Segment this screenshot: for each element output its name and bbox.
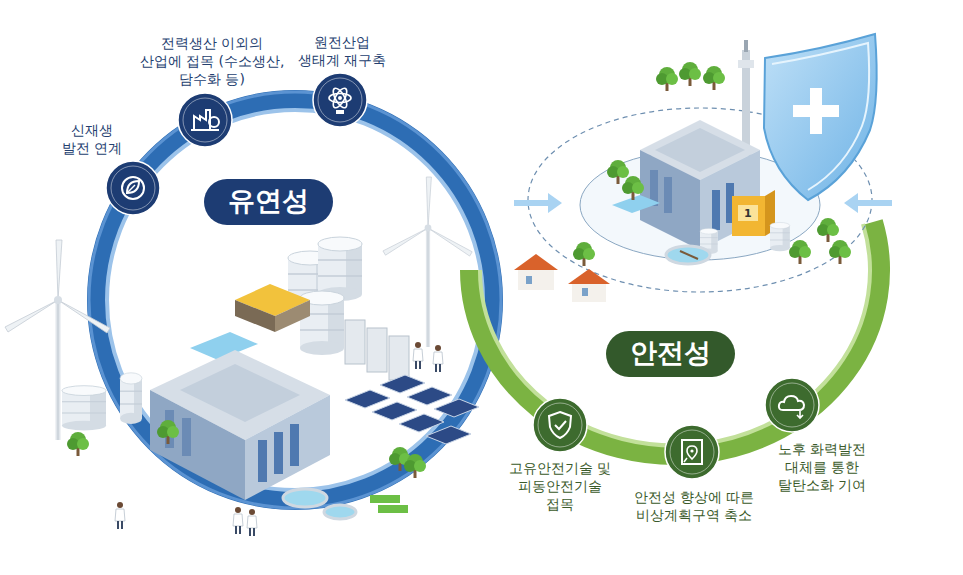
icon-caption: 전력생산 이외의 산업에 접목 (수소생산, 담수화 등) [138, 34, 286, 89]
icon-glyph [105, 160, 161, 216]
icon-caption: 노후 화력발전 대체를 통한 탈탄소화 기여 [770, 440, 874, 495]
blue-ring [89, 92, 501, 508]
category-title: 유연성 [228, 185, 309, 216]
category-title: 안전성 [630, 337, 711, 368]
icon-circle: 안전성 향상에 따른 비상계획구역 축소 [664, 424, 720, 480]
green-ring [470, 222, 880, 455]
icon-caption: 고유안전기술 및 피동안전기술 접목 [503, 459, 617, 514]
icon-glyph [532, 397, 588, 453]
icon-circle: 신재생 발전 연계 [105, 160, 161, 216]
icon-caption: 원전산업 생태계 재구축 [293, 33, 391, 69]
houses [514, 254, 610, 302]
icon-caption: 안전성 향상에 따른 비상계획구역 축소 [624, 488, 764, 524]
category-pill: 유연성 [204, 179, 333, 225]
icon-glyph [764, 377, 820, 433]
hybrid-plant [5, 177, 479, 536]
icon-circle: 고유안전기술 및 피동안전기술 접목 [532, 397, 588, 453]
icon-glyph [664, 424, 720, 480]
icon-circle: 노후 화력발전 대체를 통한 탈탄소화 기여 [764, 377, 820, 433]
icon-circle: 전력생산 이외의 산업에 접목 (수소생산, 담수화 등) [177, 92, 233, 148]
shield [764, 34, 877, 200]
icon-glyph [177, 92, 233, 148]
category-pill: 안전성 [606, 331, 735, 377]
icon-glyph [312, 72, 368, 128]
unit-number: 1 [744, 207, 752, 220]
icon-caption: 신재생 발전 연계 [56, 121, 128, 157]
icon-circle: 원전산업 생태계 재구축 [312, 72, 368, 128]
